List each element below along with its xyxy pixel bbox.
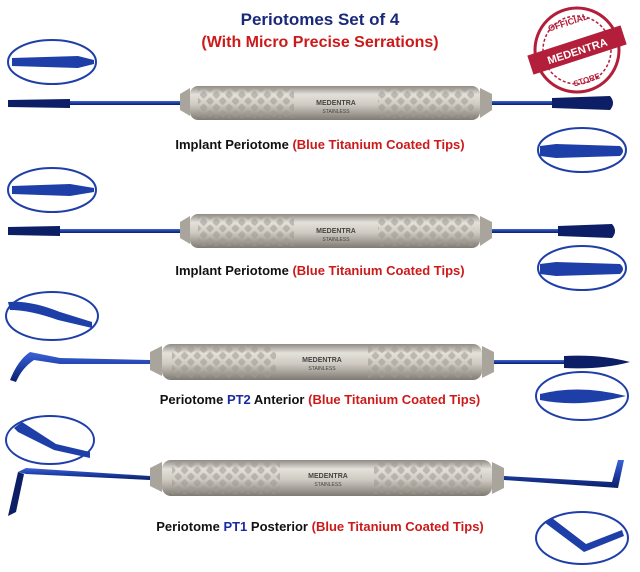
instrument-code: PT1 — [223, 519, 248, 534]
svg-text:MEDENTRA: MEDENTRA — [316, 100, 356, 107]
instrument-coating: (Blue Titanium Coated Tips) — [292, 263, 465, 278]
page-title: Periotomes Set of 4 — [240, 10, 400, 29]
svg-text:MEDENTRA: MEDENTRA — [308, 473, 348, 480]
svg-text:MEDENTRA: MEDENTRA — [302, 357, 342, 364]
svg-text:STAINLESS: STAINLESS — [322, 109, 350, 115]
instrument-code: PT2 — [226, 392, 251, 407]
instrument-type: Posterior — [250, 519, 308, 534]
instrument-name: Periotome — [159, 392, 224, 407]
instrument-caption-4: Periotome PT1 Posterior (Blue Titanium C… — [0, 519, 640, 534]
instrument-type: Anterior — [253, 392, 305, 407]
brand-seal: MEDENTRA OFFICIAL STORE — [527, 6, 627, 94]
svg-text:STAINLESS: STAINLESS — [308, 366, 336, 372]
instrument-caption-2: Implant Periotome (Blue Titanium Coated … — [0, 263, 640, 278]
instrument-name: Implant Periotome — [175, 263, 289, 278]
page-subtitle: (With Micro Precise Serrations) — [201, 34, 439, 51]
svg-text:STAINLESS: STAINLESS — [322, 237, 350, 243]
instrument-3: MEDENTRA STAINLESS — [5, 291, 630, 421]
instrument-caption-1: Implant Periotome (Blue Titanium Coated … — [0, 137, 640, 152]
instrument-2: MEDENTRA STAINLESS — [7, 167, 627, 291]
instrument-coating: (Blue Titanium Coated Tips) — [292, 137, 465, 152]
svg-text:MEDENTRA: MEDENTRA — [316, 228, 356, 235]
instrument-1: MEDENTRA STAINLESS — [7, 39, 627, 173]
instrument-caption-3: Periotome PT2 Anterior (Blue Titanium Co… — [0, 392, 640, 407]
instrument-4: MEDENTRA STAINLESS — [5, 415, 629, 565]
svg-text:STAINLESS: STAINLESS — [314, 482, 342, 488]
instrument-coating: (Blue Titanium Coated Tips) — [308, 392, 481, 407]
instrument-name: Implant Periotome — [175, 137, 289, 152]
instrument-name: Periotome — [156, 519, 220, 534]
instrument-coating: (Blue Titanium Coated Tips) — [311, 519, 484, 534]
